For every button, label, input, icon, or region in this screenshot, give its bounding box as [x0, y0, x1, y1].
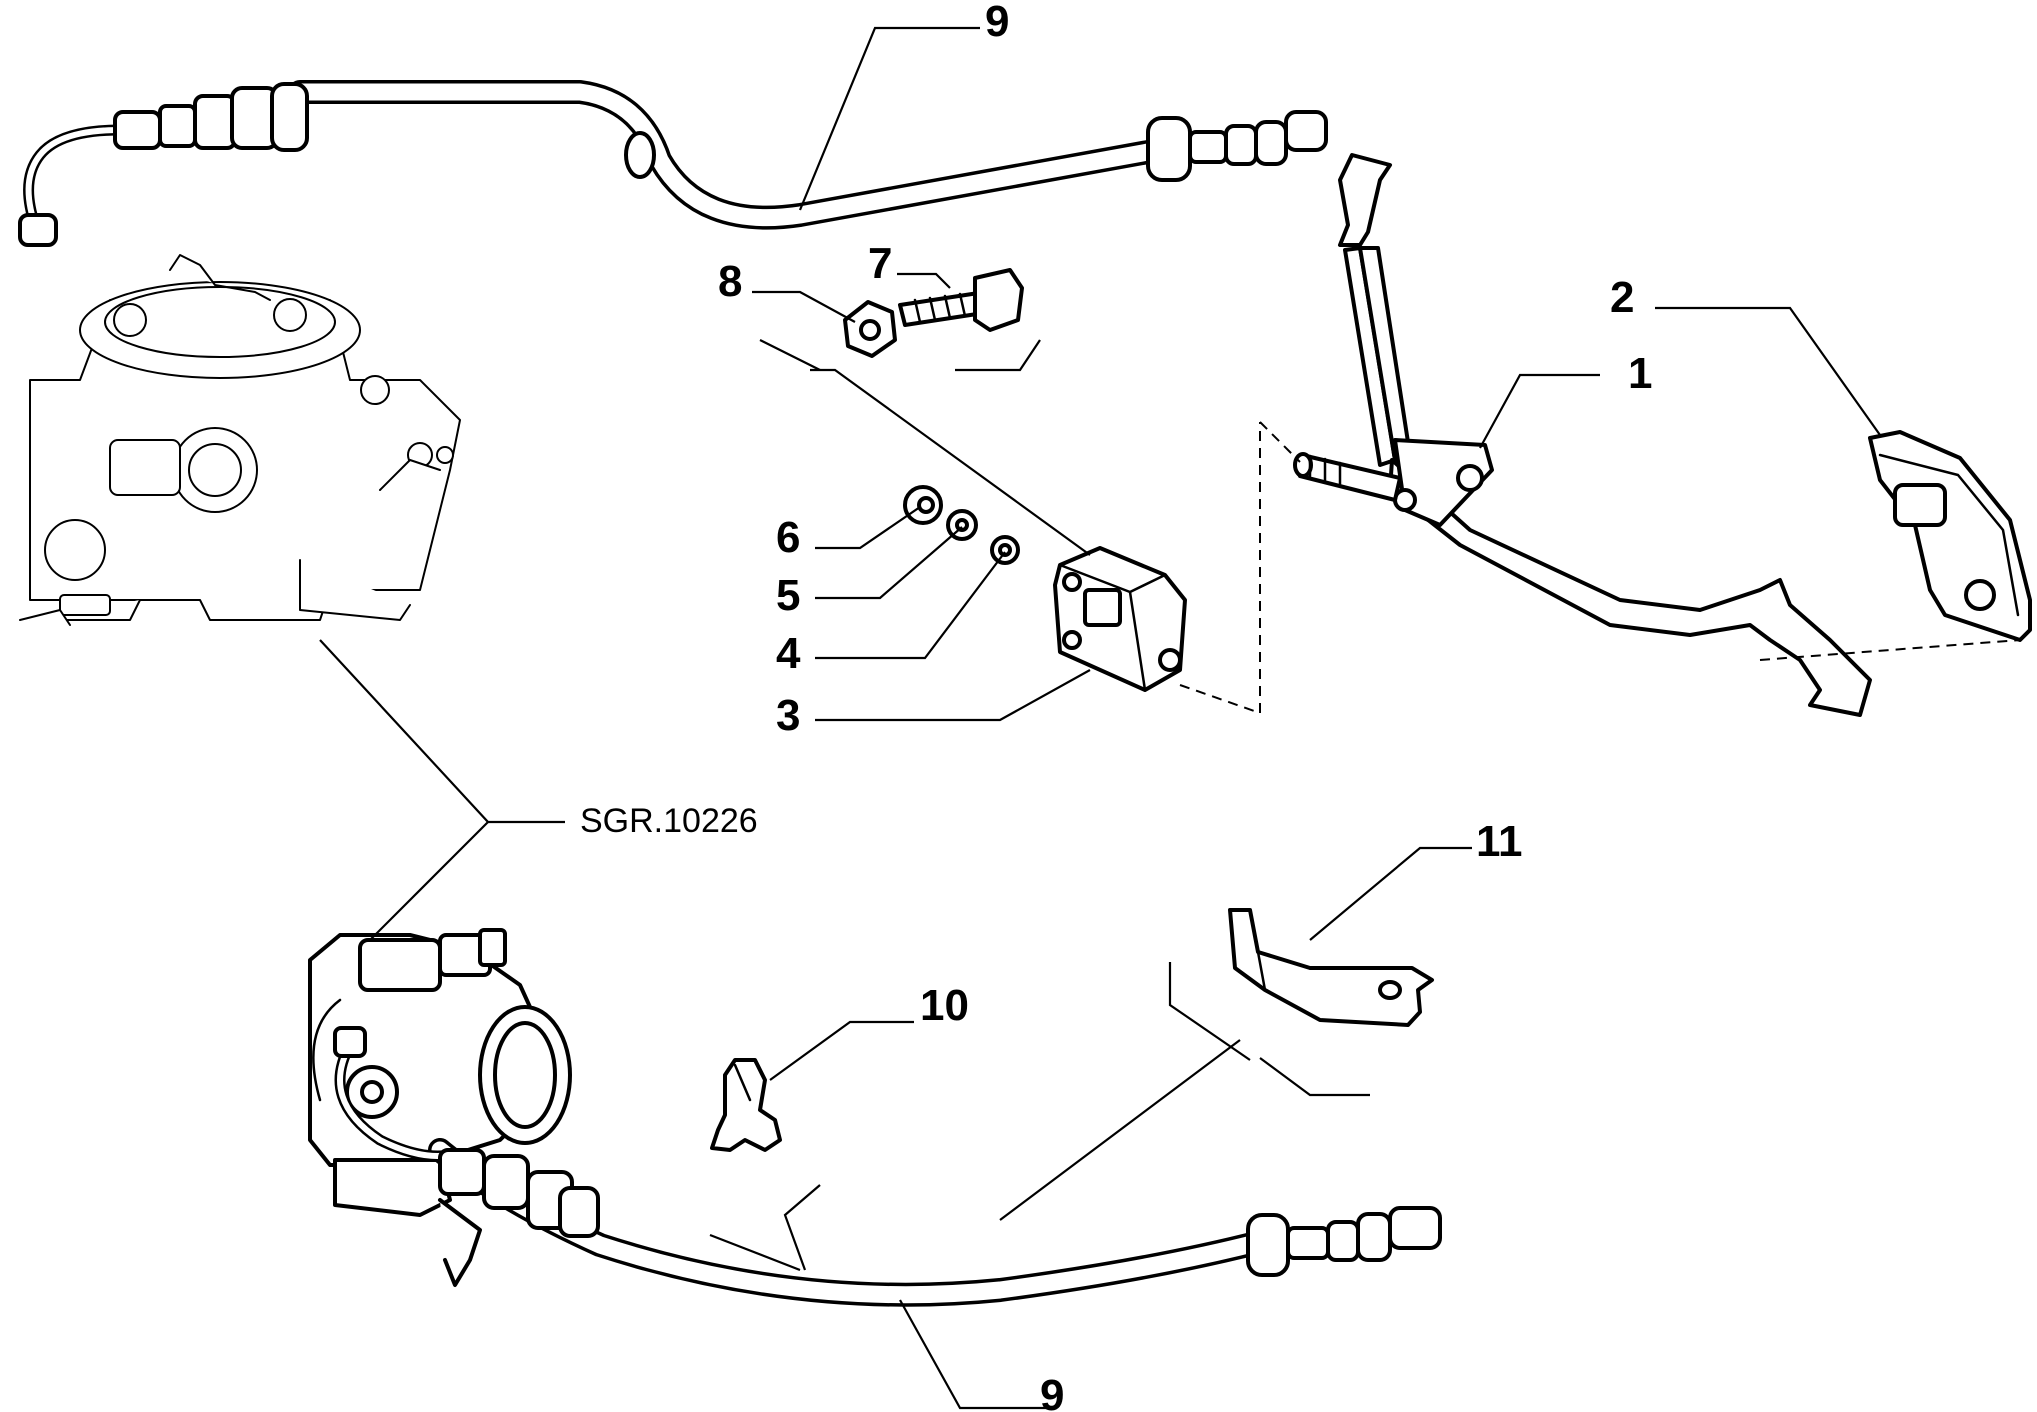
callout-2: 2 — [1610, 273, 1634, 322]
reference-label: SGR.10226 — [580, 802, 758, 840]
accelerator-cable-bottom — [333, 1026, 1442, 1307]
callout-5: 5 — [776, 571, 800, 620]
accelerator-cable-top — [18, 80, 1328, 247]
assembly-guide-lines — [709, 339, 2021, 1272]
callout-labels: 9 1 2 3 4 5 6 7 8 10 11 9 SGR.10226 — [580, 0, 1652, 1412]
accelerator-pedal-pad — [1868, 430, 2032, 642]
callout-4: 4 — [776, 629, 801, 678]
callout-8: 8 — [718, 257, 742, 306]
nut — [843, 300, 897, 358]
accelerator-pedal-lever — [1293, 153, 1872, 717]
mounting-bracket-block — [1053, 546, 1187, 692]
callout-10: 10 — [920, 981, 969, 1030]
carburettor-assembly — [19, 254, 461, 626]
support-bracket — [1228, 908, 1434, 1027]
washer-large — [946, 509, 978, 541]
callout-9-top: 9 — [985, 0, 1009, 46]
callout-3: 3 — [776, 691, 800, 740]
callout-1: 1 — [1628, 349, 1652, 398]
callout-9-bottom: 9 — [1040, 1371, 1064, 1412]
throttle-body-assembly — [308, 928, 572, 1287]
callout-7: 7 — [868, 239, 892, 288]
callout-6: 6 — [776, 513, 800, 562]
retaining-clip — [903, 485, 943, 525]
leader-lines — [319, 26, 1881, 1410]
bolt — [898, 268, 1024, 332]
washer-small — [990, 535, 1020, 565]
callout-11: 11 — [1476, 817, 1523, 866]
cable-clip — [710, 1058, 782, 1152]
